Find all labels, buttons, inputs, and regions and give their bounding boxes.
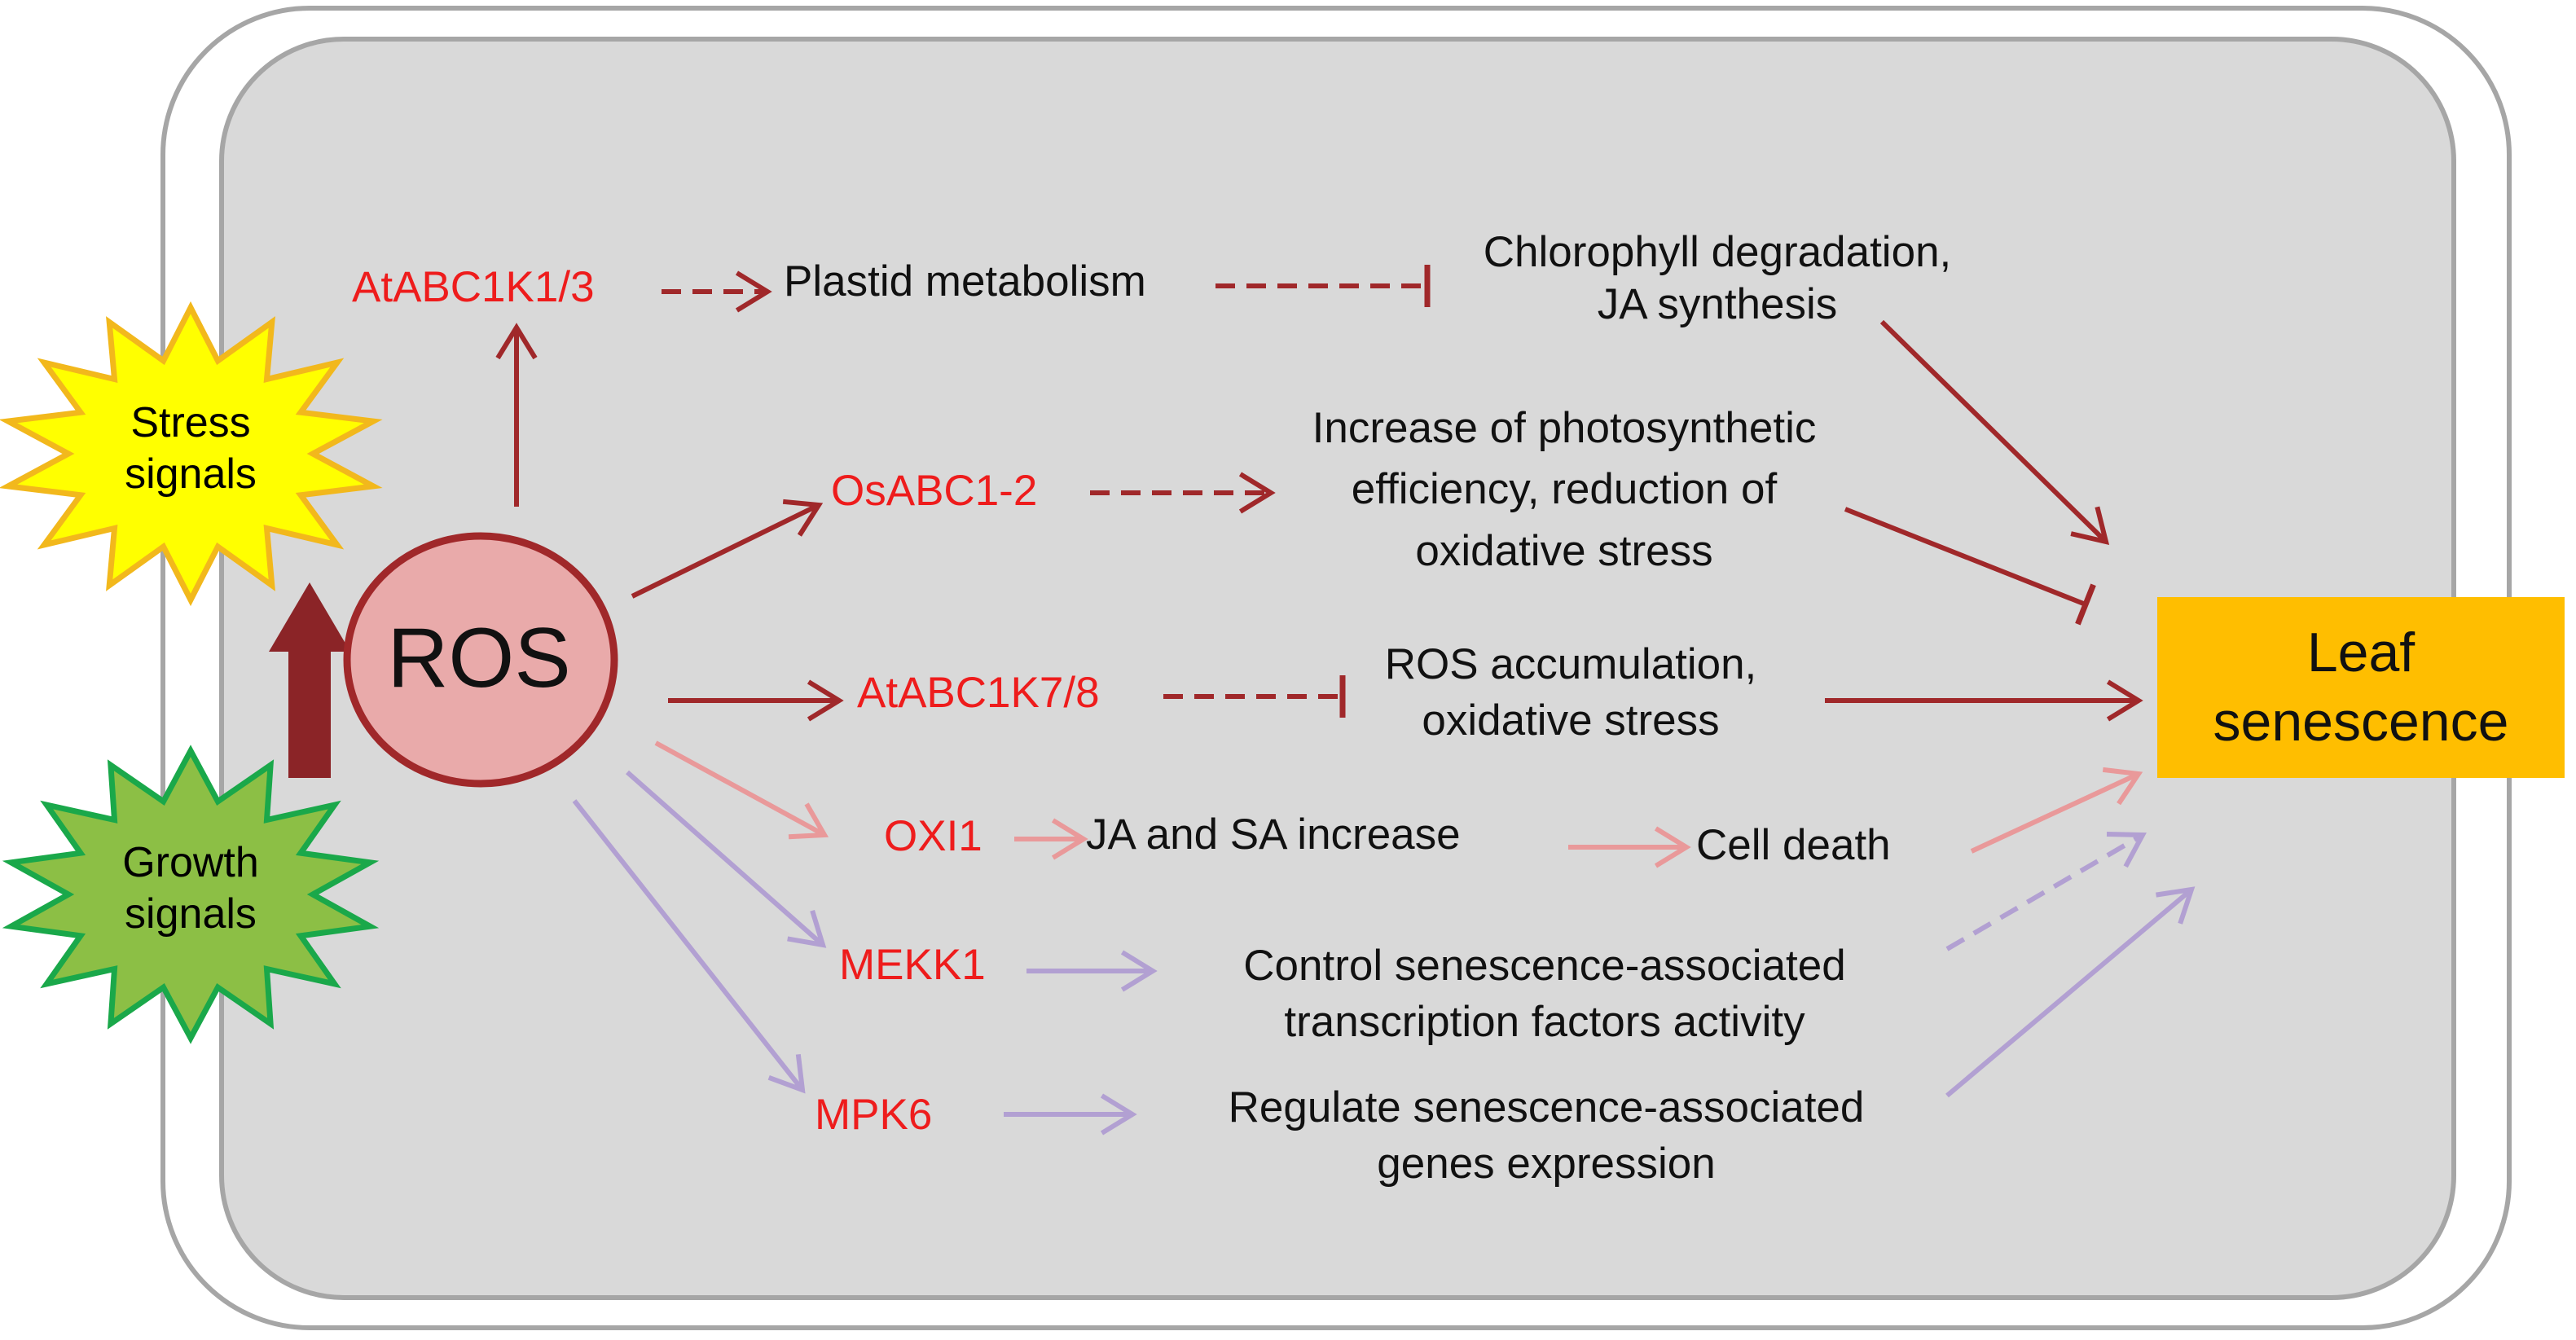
ros-accumulation-to-leaf-arrow-head: [2106, 679, 2143, 722]
leaf-senescence-box: Leaf senescence: [2157, 597, 2565, 778]
gene-mpk6: MPK6: [815, 1091, 933, 1139]
process-cell-death: Cell death: [1696, 821, 1891, 869]
photosynthetic-inhibits-leaf: [1844, 507, 2087, 607]
chlorophyll-to-leaf-arrow-head: [2070, 506, 2110, 546]
ros-to-oxi1-arrow: [654, 740, 826, 837]
regulate-genes-to-leaf-arrow: [1945, 887, 2193, 1098]
ja-sa-to-cell-death-arrow-head: [1654, 826, 1691, 868]
gene-atabc1k13: AtABC1K1/3: [352, 263, 595, 311]
ros-to-mekk1-arrow: [626, 770, 824, 947]
signal-up-arrow: [269, 582, 350, 778]
chlorophyll-to-leaf-arrow: [1879, 319, 2108, 544]
control-tf-to-leaf-arrow-head: [2106, 832, 2147, 868]
atabc1k13-to-plastid-arrow-head: [735, 270, 772, 313]
process-photosynthetic-efficiency: Increase of photosynthetic efficiency, r…: [1312, 404, 1817, 575]
mpk6-to-regulate-genes-arrow-head: [1100, 1093, 1137, 1136]
gene-osabc12: OsABC1-2: [831, 467, 1038, 515]
cell-death-to-leaf-arrow-head: [2102, 767, 2143, 806]
ros-to-oxi1-arrow-head: [788, 802, 829, 840]
stress-signals-burst: [0, 301, 383, 607]
photosynthetic-inhibits-leaf-bar: [2075, 583, 2096, 626]
osabc12-to-photosynthetic-arrow-head: [1238, 472, 1276, 514]
growth-signals-burst: [2, 745, 380, 1044]
ros-to-atabc1k13-arrow-head: [495, 323, 538, 360]
cell-death-to-leaf-arrow: [1970, 771, 2140, 854]
gene-atabc1k78: AtABC1K7/8: [857, 669, 1100, 717]
ros-to-osabc12-arrow: [631, 503, 820, 599]
process-control-transcription-factors: Control senescence-associated transcript…: [1243, 942, 1846, 1046]
process-regulate-genes-expression: Regulate senescence-associated genes exp…: [1228, 1083, 1865, 1188]
growth-signals-label: Growth signals: [122, 839, 259, 938]
control-tf-to-leaf-arrow: [1945, 833, 2144, 951]
ros-to-mekk1-arrow-head: [787, 910, 827, 948]
process-plastid-metabolism: Plastid metabolism: [784, 257, 1146, 305]
process-ja-sa-increase: JA and SA increase: [1086, 811, 1461, 859]
ros-to-mpk6-arrow-head: [767, 1053, 806, 1094]
oxi1-to-ja-sa-arrow-head: [1051, 818, 1088, 860]
ros-to-osabc12-arrow-head: [782, 499, 824, 537]
ros-circle: [343, 532, 618, 788]
stress-signals-label: Stress signals: [125, 399, 257, 499]
regulate-genes-to-leaf-arrow-head: [2156, 886, 2196, 925]
process-chlorophyll-degradation: Chlorophyll degradation, JA synthesis: [1483, 228, 1952, 328]
connectors: [495, 265, 2196, 1136]
gene-mekk1: MEKK1: [839, 941, 986, 989]
leaf-senescence-label: Leaf senescence: [2213, 622, 2509, 753]
ros-to-mpk6-arrow: [572, 799, 805, 1092]
gene-oxi1: OXI1: [884, 812, 982, 860]
ros-label: ROS: [387, 611, 571, 705]
mekk1-to-control-tf-arrow-head: [1120, 950, 1158, 992]
ros-to-atabc1k78-arrow-head: [807, 679, 844, 722]
process-ros-accumulation: ROS accumulation, oxidative stress: [1384, 640, 1757, 745]
